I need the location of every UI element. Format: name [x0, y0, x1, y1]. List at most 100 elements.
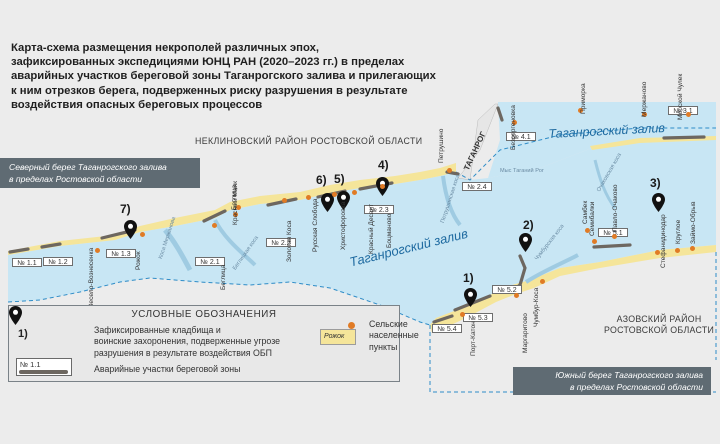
settlement-label: Русская Слобода [312, 198, 319, 252]
legend-pin-desc-line: Зафиксированные кладбища и [94, 325, 221, 335]
settlement-dot-icon [348, 322, 355, 329]
settlement-label: Весело-Вознесенка [88, 247, 95, 308]
north-shore-line-2: в пределах Ростовской области [9, 174, 143, 184]
settlement-dot-icon [380, 184, 385, 189]
settlement-dot-icon [282, 198, 287, 203]
legend-settlement-desc: Сельские населенные пункты [369, 319, 419, 353]
settlement-label: Самбек [582, 200, 589, 224]
legend-segment-label: № 1.1 [20, 360, 41, 369]
hazard-segment-label: № 1.3 [106, 249, 136, 258]
location-pin-icon [9, 306, 22, 325]
legend-title: УСЛОВНЫЕ ОБОЗНАЧЕНИЯ [131, 309, 277, 320]
legend-pin-number: 1) [18, 328, 28, 340]
settlement-dot-icon [675, 248, 680, 253]
south-shore-line-1: Южный берег Таганрогского залива [555, 370, 703, 380]
hazard-segment-label: № 5.2 [492, 285, 522, 294]
north-beach [8, 163, 456, 255]
title-line-1: Карта-схема размещения некрополей различ… [11, 42, 320, 54]
settlement-dot-icon [233, 212, 238, 217]
settlement-label: Чумбур-Коса [533, 287, 540, 327]
settlement-label: Христофоровка [340, 201, 347, 250]
spit-label: Мыс Таганий Рог [500, 168, 544, 174]
settlement-dot-icon [352, 190, 357, 195]
burial-site-number: 1) [463, 271, 474, 285]
legend-settlement-desc-line: пункты [369, 341, 398, 352]
location-pin-icon[interactable] [652, 193, 665, 212]
legend-pin-desc: Зафиксированные кладбища и воинские захо… [94, 325, 280, 359]
settlement-label: Круглое [675, 219, 682, 244]
spit-ochakovskaya [593, 159, 617, 209]
settlement-dot-icon [236, 205, 241, 210]
hazard-segment [40, 242, 62, 249]
settlement-label: Маргаритово [522, 313, 529, 353]
north-shore-box: Северный берег Таганрогского залива в пр… [0, 158, 200, 188]
legend-segment-desc: Аварийные участки береговой зоны [94, 364, 241, 374]
south-shore-line-2: в пределах Ростовской области [569, 382, 703, 392]
settlement-label: Золотая Коса [286, 220, 293, 262]
hazard-segment-label: № 5.3 [463, 313, 493, 322]
settlement-dot-icon [642, 112, 647, 117]
settlement-dot-icon [212, 223, 217, 228]
hazard-segment [432, 314, 454, 324]
settlement-label: Павло-Очаково [612, 184, 619, 233]
settlement-dot-icon [460, 312, 465, 317]
settlement-label: Боцманово [386, 213, 393, 248]
hazard-segment [592, 243, 632, 249]
hazard-segment-label: № 1.1 [12, 258, 42, 267]
hazard-segment-label: № 2.3 [364, 205, 394, 214]
burial-site-number: 4) [378, 158, 389, 172]
settlement-label: Беглица [220, 264, 227, 290]
hazard-segment-label: № 2.1 [195, 257, 225, 266]
hazard-segment [202, 209, 227, 223]
title-line-2: зафиксированных экспедициями ЮНЦ РАН (20… [11, 56, 405, 69]
settlement-dot-icon [95, 248, 100, 253]
settlement-label: Красный Маяк [232, 180, 239, 225]
region-south-line-1: АЗОВСКИЙ РАЙОН [616, 314, 702, 324]
spit-merzhanova [163, 228, 193, 272]
south-shore-box: Южный берег Таганрогского залива в преде… [513, 367, 711, 395]
region-north-label: НЕКЛИНОВСКИЙ РАЙОН РОСТОВСКОЙ ОБЛАСТИ [195, 136, 423, 146]
hazard-segment-label: № 4.1 [506, 132, 536, 141]
settlement-dot-icon [690, 246, 695, 251]
location-pin-icon[interactable] [519, 233, 532, 252]
location-pin-icon[interactable] [464, 288, 477, 307]
title-line-4: к ним отрезков берега, подверженных риск… [11, 84, 408, 97]
settlement-dot-icon [578, 108, 583, 113]
settlement-label: Рожок [135, 251, 142, 270]
settlement-label: Стефанидинодар [660, 214, 667, 268]
location-pin-icon[interactable] [321, 193, 334, 212]
legend-pin-desc-line: воинские захоронения, подверженные угроз… [94, 336, 281, 347]
settlement-label: Порт-Катон [470, 321, 477, 356]
south-beach [430, 245, 716, 333]
settlement-label: Красный Десант [368, 203, 375, 254]
settlement-dot-icon [447, 168, 452, 173]
settlement-dot-icon [540, 279, 545, 284]
region-south-label: АЗОВСКИЙ РАЙОН РОСТОВСКОЙ ОБЛАСТИ [604, 314, 714, 336]
location-pin-icon[interactable] [337, 191, 350, 210]
settlement-dot-icon [585, 228, 590, 233]
hazard-segment-label: № 5.4 [432, 324, 462, 333]
hazard-segment-label: № 1.2 [43, 257, 73, 266]
settlement-label: Мержаново [641, 81, 648, 117]
settlement-dot-icon [686, 112, 691, 117]
region-south-line-2: РОСТОВСКОЙ ОБЛАСТИ [604, 325, 715, 335]
hazard-segment [8, 247, 30, 254]
settlement-label: Петрушино [438, 128, 445, 163]
location-pin-icon[interactable] [124, 220, 137, 239]
settlement-label: Морской Чулек [677, 73, 684, 120]
spit-chumbur [524, 253, 579, 284]
settlement-label: Семибалки [589, 201, 596, 236]
hazard-segment-label: № 3.1 [668, 106, 698, 115]
hazard-segment [496, 106, 504, 122]
settlement-dot-icon [514, 293, 519, 298]
north-shore-line-1: Северный берег Таганрогского залива [9, 162, 167, 172]
settlement-dot-icon [592, 239, 597, 244]
legend-segment-sample: № 1.1 [16, 358, 72, 376]
hazard-segment-label: № 2.2 [266, 238, 296, 247]
settlement-label: Приморка [580, 83, 587, 114]
legend-pin-desc-line: разрушения в результате воздействия ОБП [94, 347, 272, 358]
upper-beach [590, 136, 716, 150]
burial-site-number: 3) [650, 176, 661, 190]
spit-beglitskaya [213, 219, 257, 267]
